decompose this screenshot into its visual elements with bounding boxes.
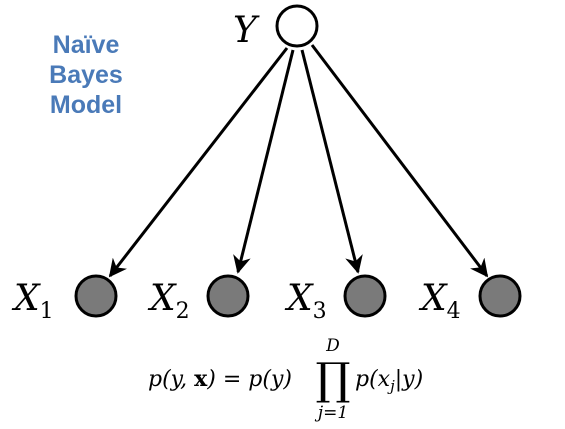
node-x2 bbox=[206, 274, 250, 318]
formula-lower-limit: j=1 bbox=[314, 403, 348, 423]
node-x4 bbox=[478, 274, 522, 318]
node-x1 bbox=[74, 274, 118, 318]
formula-rhs: p(xj|y) bbox=[355, 367, 423, 395]
node-x3 bbox=[343, 274, 387, 318]
edge-y-x1 bbox=[108, 47, 289, 278]
formula-product-symbol: ∏ bbox=[315, 354, 350, 405]
title-line-1: Naïve bbox=[52, 31, 120, 59]
node-x2-label: X2 bbox=[147, 278, 190, 324]
formula-lhs: p(y, x) = p(y) bbox=[148, 366, 292, 392]
diagram-title: Naïve Bayes Model bbox=[20, 30, 152, 120]
node-x4-label: X4 bbox=[418, 278, 461, 324]
formula-upper-limit: D bbox=[325, 336, 340, 356]
node-x1-label: X1 bbox=[11, 278, 54, 324]
node-x3-label: X3 bbox=[284, 278, 327, 324]
title-line-2: Bayes bbox=[49, 61, 123, 89]
title-line-3: Model bbox=[49, 91, 123, 119]
edge-y-x3 bbox=[300, 49, 363, 274]
node-y-label: Y bbox=[233, 10, 260, 51]
edge-y-x4 bbox=[310, 44, 489, 278]
formula: p(y, x) = p(y) D ∏ j=1 p(xj|y) bbox=[148, 336, 423, 423]
node-y bbox=[275, 4, 319, 48]
edge-y-x2 bbox=[233, 49, 295, 274]
